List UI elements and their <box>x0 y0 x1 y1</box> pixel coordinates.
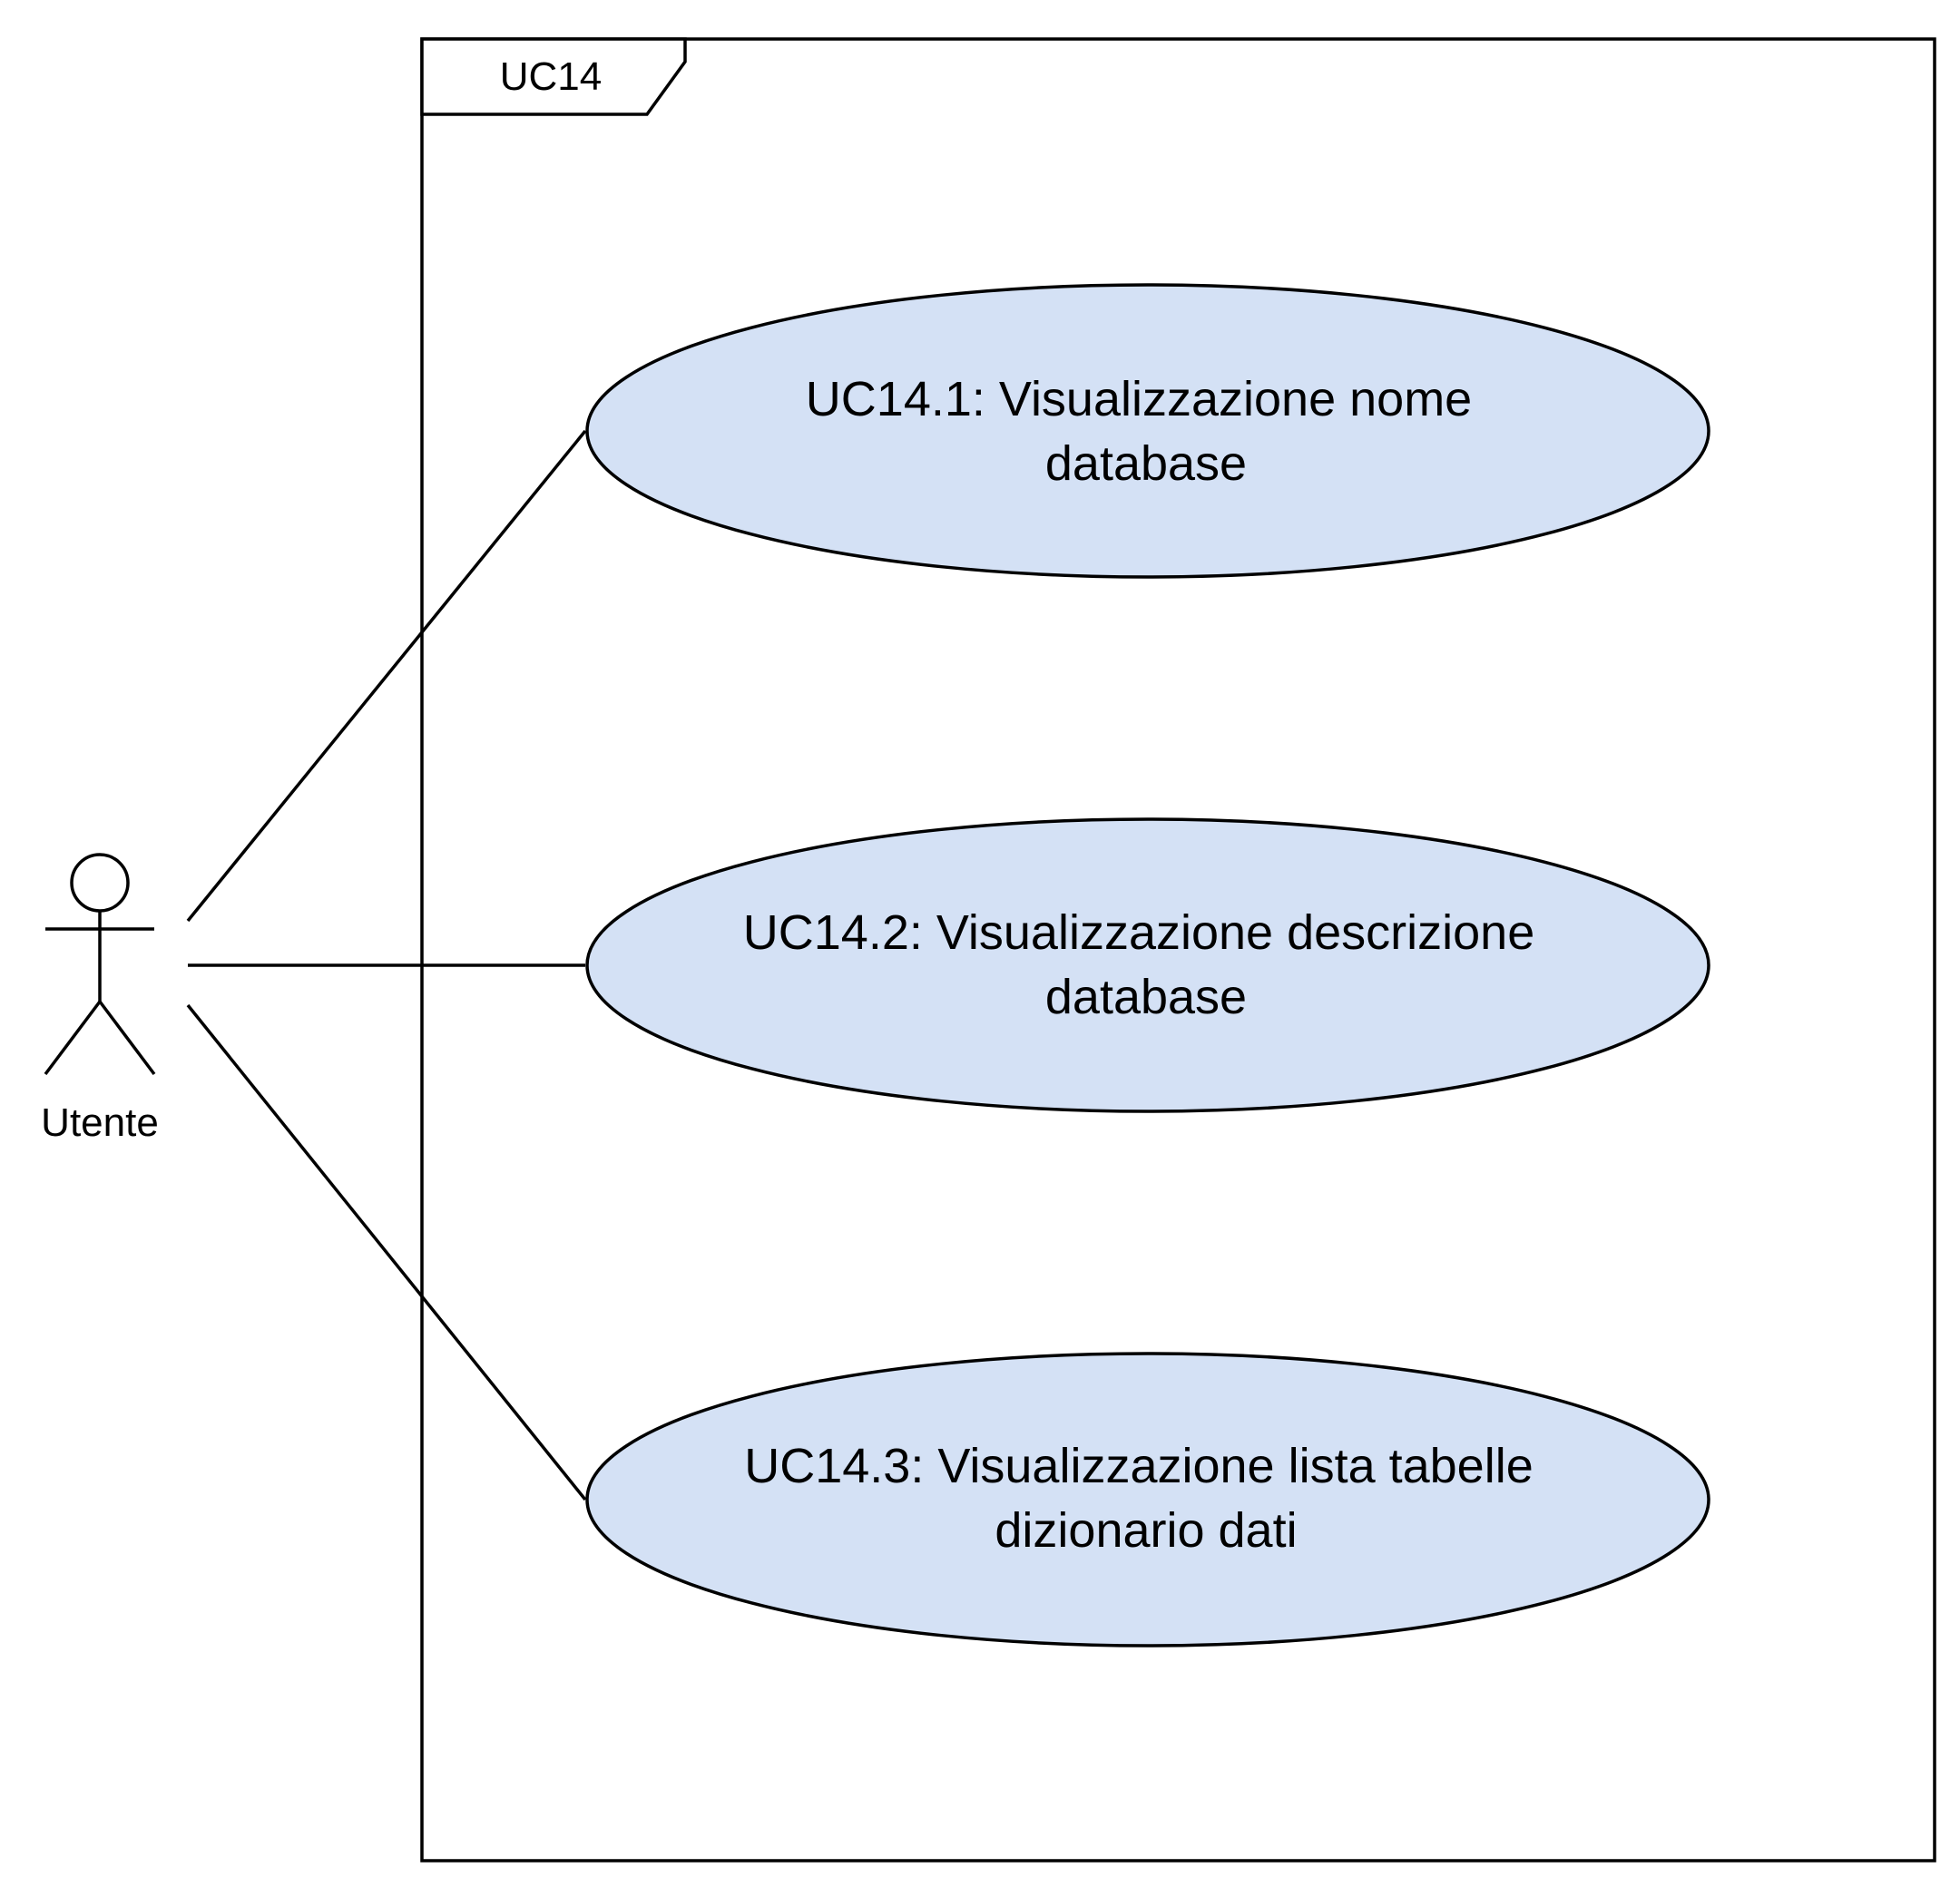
actor-right-leg <box>98 1000 156 1076</box>
frame-label: UC14 <box>500 54 603 99</box>
associations <box>186 429 587 1501</box>
use-case-ellipse <box>585 283 1710 579</box>
use-case-label-line2: database <box>1045 970 1247 1024</box>
use-case-ellipse <box>585 817 1710 1113</box>
actor-utente[interactable]: Utente <box>41 853 159 1145</box>
association-line-3 <box>186 1003 587 1501</box>
use-case-ellipse <box>585 1352 1710 1647</box>
actor-head <box>70 853 130 913</box>
actor-left-leg <box>44 1000 102 1076</box>
frame-label-tab <box>420 37 687 116</box>
use-case-label-line1: UC14.1: Visualizzazione nome <box>806 372 1472 426</box>
use-case-uc14-3[interactable]: UC14.3: Visualizzazione lista tabelle di… <box>585 1352 1710 1647</box>
use-case-uc14-2[interactable]: UC14.2: Visualizzazione descrizione data… <box>585 817 1710 1113</box>
use-case-label-line2: dizionario dati <box>995 1503 1297 1558</box>
association-line-1 <box>186 429 587 923</box>
use-case-label-line2: database <box>1045 436 1247 491</box>
use-case-label-line1: UC14.3: Visualizzazione lista tabelle <box>744 1439 1533 1493</box>
use-case-label-line1: UC14.2: Visualizzazione descrizione <box>743 905 1534 960</box>
system-frame: UC14 <box>420 37 1936 1863</box>
actor-label: Utente <box>41 1100 159 1145</box>
use-case-uc14-1[interactable]: UC14.1: Visualizzazione nome database <box>585 283 1710 579</box>
system-boundary <box>420 37 1936 1863</box>
